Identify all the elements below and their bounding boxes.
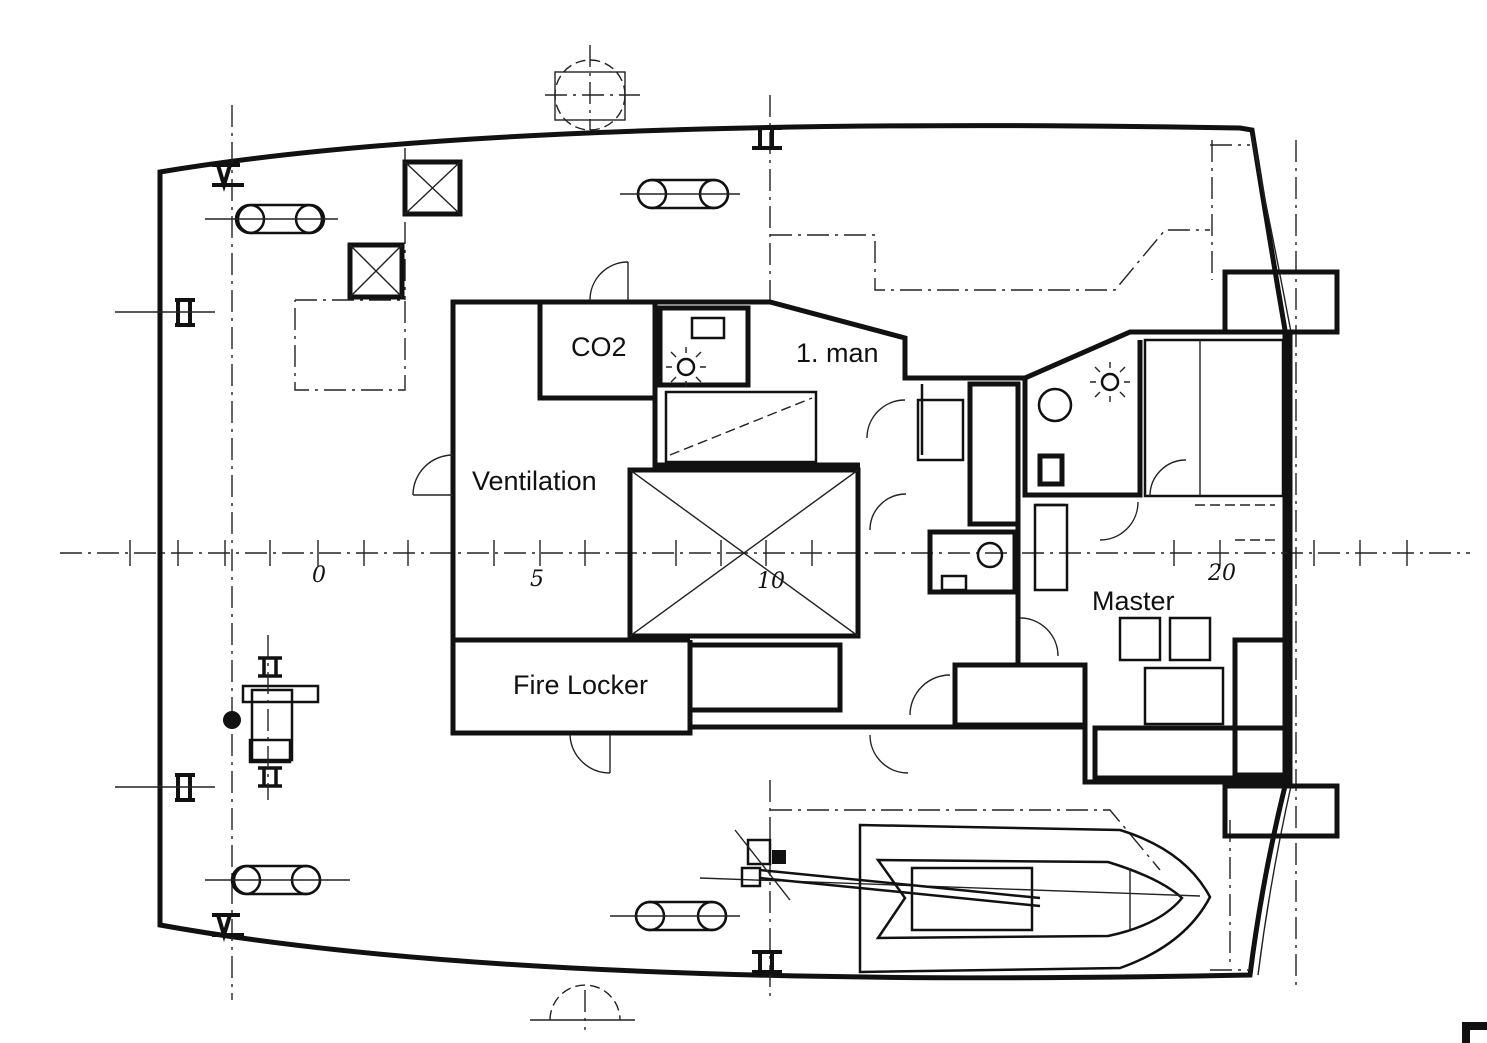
centerline	[60, 540, 1470, 566]
bollards	[205, 178, 740, 932]
room-label-fire-locker: Fire Locker	[513, 670, 648, 700]
station-0: 0	[312, 563, 326, 588]
room-label-ventilation: Ventilation	[472, 466, 597, 496]
anchor-top	[545, 45, 640, 131]
light-fixture-icon	[1090, 362, 1130, 402]
gangway-bottom	[1222, 783, 1340, 839]
hull-outline	[157, 123, 1292, 981]
room-label-first-mate: 1. man	[796, 338, 879, 368]
gangway-top	[1222, 269, 1340, 335]
station-20: 20	[1207, 561, 1236, 586]
corner-mark	[1462, 1022, 1487, 1043]
station-5: 5	[530, 567, 544, 592]
construction-lines	[231, 95, 1297, 1000]
deckhouse	[450, 299, 1293, 785]
light-fixture-icon	[666, 347, 706, 387]
anchor-bottom	[530, 984, 635, 1030]
davit-crane	[734, 829, 1041, 908]
room-label-master: Master	[1092, 586, 1175, 616]
door-swings	[412, 261, 1187, 774]
room-label-co2: CO2	[571, 332, 627, 362]
windlass	[223, 635, 320, 800]
deck-hatches	[347, 159, 463, 300]
cleats	[115, 126, 782, 974]
